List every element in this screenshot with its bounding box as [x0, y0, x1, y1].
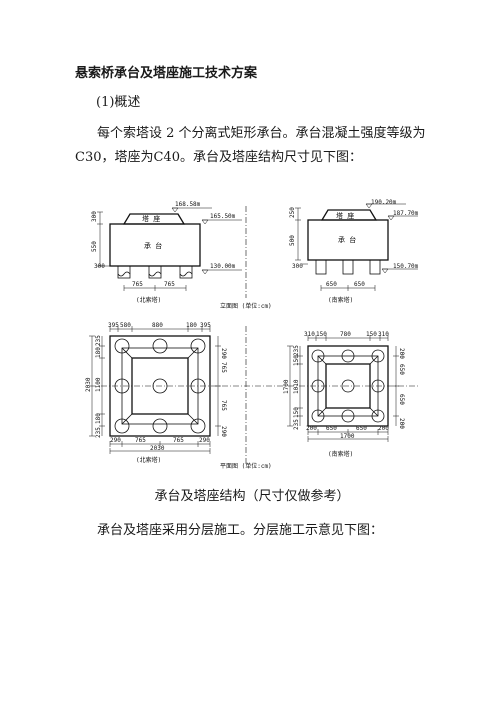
elevation-mid: 165.50m [210, 213, 236, 220]
tower-outline [131, 357, 189, 415]
caption-north-plan: (北索塔) [136, 456, 161, 464]
figure-caption: 承台及塔座结构（尺寸仅做参考） [154, 489, 350, 504]
dim-left-3: 1100 [95, 377, 102, 392]
caption-south-elevation: (南索塔) [328, 296, 353, 304]
plan-title: 平面图 (单位:cm) [220, 462, 272, 470]
dim-bottom-total: 1700 [340, 433, 355, 440]
dim-left-total: 2030 [85, 377, 92, 392]
pile-circles [114, 338, 206, 434]
dim-pile: 300 [94, 263, 105, 270]
elevation-top: 168.58m [175, 201, 201, 208]
dim-bottom-4: 200 [378, 425, 389, 432]
dim-right-4: 290 [220, 426, 227, 437]
pile-cap-label: 承 台 [144, 241, 162, 250]
dim-bottom-1: 290 [110, 437, 121, 444]
dim-top-4: 150 [366, 331, 377, 338]
dim-top-4: 180 [186, 322, 197, 329]
dim-bottom-2: 765 [135, 437, 146, 444]
tower-outline [325, 363, 371, 409]
plan-south: 310 150 780 150 310 1700 235 150 1010 15… [283, 331, 405, 458]
cap-outline [307, 345, 389, 427]
dim-top-3: 880 [152, 322, 163, 329]
tower-base-outline [317, 355, 379, 417]
pile [342, 259, 354, 275]
dim-top-3: 780 [340, 331, 351, 338]
tower-base-outline [121, 347, 199, 425]
dim-left-total: 1700 [283, 379, 290, 394]
elevation-south: 塔 座 承 台 190.20m 187.70m 150.70m 250 500 … [289, 199, 419, 304]
tower-base-label: 塔 座 [336, 211, 354, 220]
dim-bottom-1: 650 [326, 281, 337, 288]
dim-bottom-total: 2030 [150, 445, 165, 452]
caption-south-plan: (南索塔) [328, 450, 353, 458]
dim-top-2: 150 [316, 331, 327, 338]
dim-right-2: 765 [220, 362, 227, 373]
dim-cap-height: 550 [91, 241, 98, 252]
elevation-top: 190.20m [371, 199, 397, 206]
dim-pile: 300 [292, 263, 303, 270]
dim-left-1: 235 [95, 335, 102, 346]
body-paragraph: 每个索塔设 2 个分离式矩形承台。承台混凝土强度等级为C30，塔座为C40。承台… [75, 126, 426, 165]
dim-bottom-4: 290 [199, 437, 210, 444]
dim-right-4: 200 [398, 418, 405, 429]
dim-bottom-2: 650 [326, 425, 337, 432]
dim-left-3: 1010 [293, 379, 300, 394]
elevation-bottom: 130.00m [210, 263, 236, 270]
structure-drawing: 塔 座 承 台 168.58m 165.50m 130.00m 300 550 … [85, 199, 420, 470]
dim-right-3: 650 [398, 394, 405, 405]
pile [179, 265, 193, 279]
dim-bottom-3: 650 [356, 425, 367, 432]
dim-left-2: 150 [293, 355, 300, 366]
tower-base-label: 塔 座 [142, 214, 160, 223]
plan-north: 395 580 880 180 395 2030 235 180 1100 18… [85, 322, 227, 464]
dim-left-5: 235 [293, 419, 300, 430]
dim-left-2: 180 [95, 347, 102, 358]
elevation-north: 塔 座 承 台 168.58m 165.50m 130.00m 300 550 … [91, 201, 242, 304]
dim-right-1: 200 [398, 348, 405, 359]
dim-right-2: 650 [398, 364, 405, 375]
dim-bottom-2: 765 [164, 281, 175, 288]
pile-cap-label: 承 台 [338, 235, 356, 244]
pile [315, 259, 327, 275]
dim-bottom-1: 765 [132, 281, 143, 288]
pile-circles [311, 349, 385, 423]
pile [148, 265, 162, 279]
dim-left-1: 235 [293, 345, 300, 356]
body-paragraph-2: 承台及塔座采用分层施工。分层施工示意见下图： [97, 523, 384, 538]
dim-right-3: 765 [220, 400, 227, 411]
dim-top-5: 395 [200, 322, 211, 329]
elevation-title: 立面图 (单位:cm) [220, 302, 272, 310]
elevation-bottom: 150.70m [393, 263, 419, 270]
pile [117, 265, 131, 279]
dim-cap-height: 500 [289, 235, 296, 246]
caption-north-elevation: (北索塔) [136, 296, 161, 304]
elevation-mid: 187.70m [393, 210, 419, 217]
dim-left-5: 235 [95, 427, 102, 438]
dim-bottom-1: 200 [306, 425, 317, 432]
dim-tower-height: 300 [91, 211, 98, 222]
dim-left-4: 150 [293, 407, 300, 418]
dim-top-5: 310 [378, 331, 389, 338]
dim-bottom-2: 650 [354, 281, 365, 288]
dim-left-4: 180 [95, 413, 102, 424]
dim-top-2: 580 [120, 322, 131, 329]
dim-bottom-3: 765 [173, 437, 184, 444]
section-heading: (1)概述 [96, 95, 141, 110]
dim-right-1: 290 [220, 348, 227, 359]
pile [369, 259, 381, 275]
dim-top-1: 310 [304, 331, 315, 338]
dim-top-1: 395 [108, 322, 119, 329]
dim-tower-height: 250 [289, 207, 296, 218]
document-title: 悬索桥承台及塔座施工技术方案 [75, 66, 258, 81]
cap-outline [109, 335, 211, 437]
